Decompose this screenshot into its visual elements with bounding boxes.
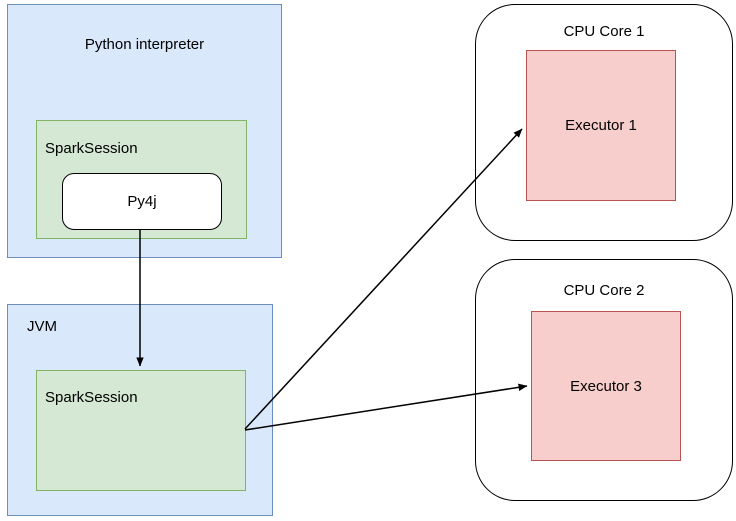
executor-1-box: Executor 1 xyxy=(526,50,676,201)
sparksession-python-label: SparkSession xyxy=(45,140,138,157)
executor-3-label: Executor 3 xyxy=(570,377,642,395)
py4j-box: Py4j xyxy=(62,173,222,230)
cpu-core-1-label: CPU Core 1 xyxy=(563,23,645,40)
py4j-label: Py4j xyxy=(127,193,157,210)
cpu-core-2-label: CPU Core 2 xyxy=(563,282,645,299)
python-interpreter-box: Python interpreter SparkSession Py4j xyxy=(7,4,282,258)
sparksession-jvm-box: SparkSession xyxy=(36,370,246,491)
jvm-box: JVM SparkSession xyxy=(7,304,273,516)
executor-1-label: Executor 1 xyxy=(565,117,637,134)
sparksession-jvm-label: SparkSession xyxy=(45,389,138,406)
cpu-core-2-box: CPU Core 2 Executor 3 xyxy=(475,259,733,501)
executor-3-box: Executor 3 xyxy=(531,311,681,461)
cpu-core-1-box: CPU Core 1 Executor 1 xyxy=(475,4,733,241)
python-interpreter-label: Python interpreter xyxy=(84,36,205,53)
jvm-label: JVM xyxy=(27,318,57,335)
sparksession-python-box: SparkSession Py4j xyxy=(36,120,247,239)
